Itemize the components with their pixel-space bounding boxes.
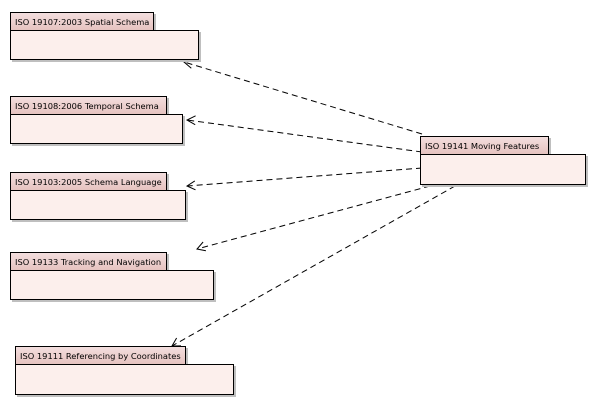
package-body [10, 30, 199, 60]
package-tab: ISO 19103:2005 Schema Language [10, 172, 167, 190]
package-label: ISO 19108:2006 Temporal Schema [15, 101, 159, 111]
dependency-line-temporal [186, 119, 423, 153]
package-label: ISO 19107:2003 Spatial Schema [15, 17, 150, 27]
package-body [420, 154, 586, 185]
package-label: ISO 19141 Moving Features [425, 141, 540, 151]
package-body [10, 114, 183, 144]
package-body [10, 270, 214, 300]
arrowhead-temporal [185, 115, 196, 126]
dependency-line-schema-language [186, 167, 423, 187]
package-body [15, 364, 234, 395]
arrowhead-spatial [182, 59, 194, 69]
package-tab: ISO 19133 Tracking and Navigation [10, 252, 167, 270]
arrowhead-tracking [196, 241, 206, 252]
dependency-line-referencing [171, 185, 456, 347]
dependency-line-spatial [183, 61, 423, 135]
package-tab: ISO 19108:2006 Temporal Schema [10, 96, 167, 114]
package-tab: ISO 19111 Referencing by Coordinates [15, 346, 186, 364]
package-label: ISO 19103:2005 Schema Language [15, 177, 162, 187]
arrowhead-schema-language [185, 180, 196, 191]
package-body [10, 190, 186, 220]
dependency-line-tracking [196, 185, 431, 250]
package-label: ISO 19133 Tracking and Navigation [15, 257, 162, 267]
package-tab: ISO 19107:2003 Spatial Schema [10, 12, 154, 30]
package-tab: ISO 19141 Moving Features [420, 136, 549, 154]
package-label: ISO 19111 Referencing by Coordinates [20, 351, 181, 361]
